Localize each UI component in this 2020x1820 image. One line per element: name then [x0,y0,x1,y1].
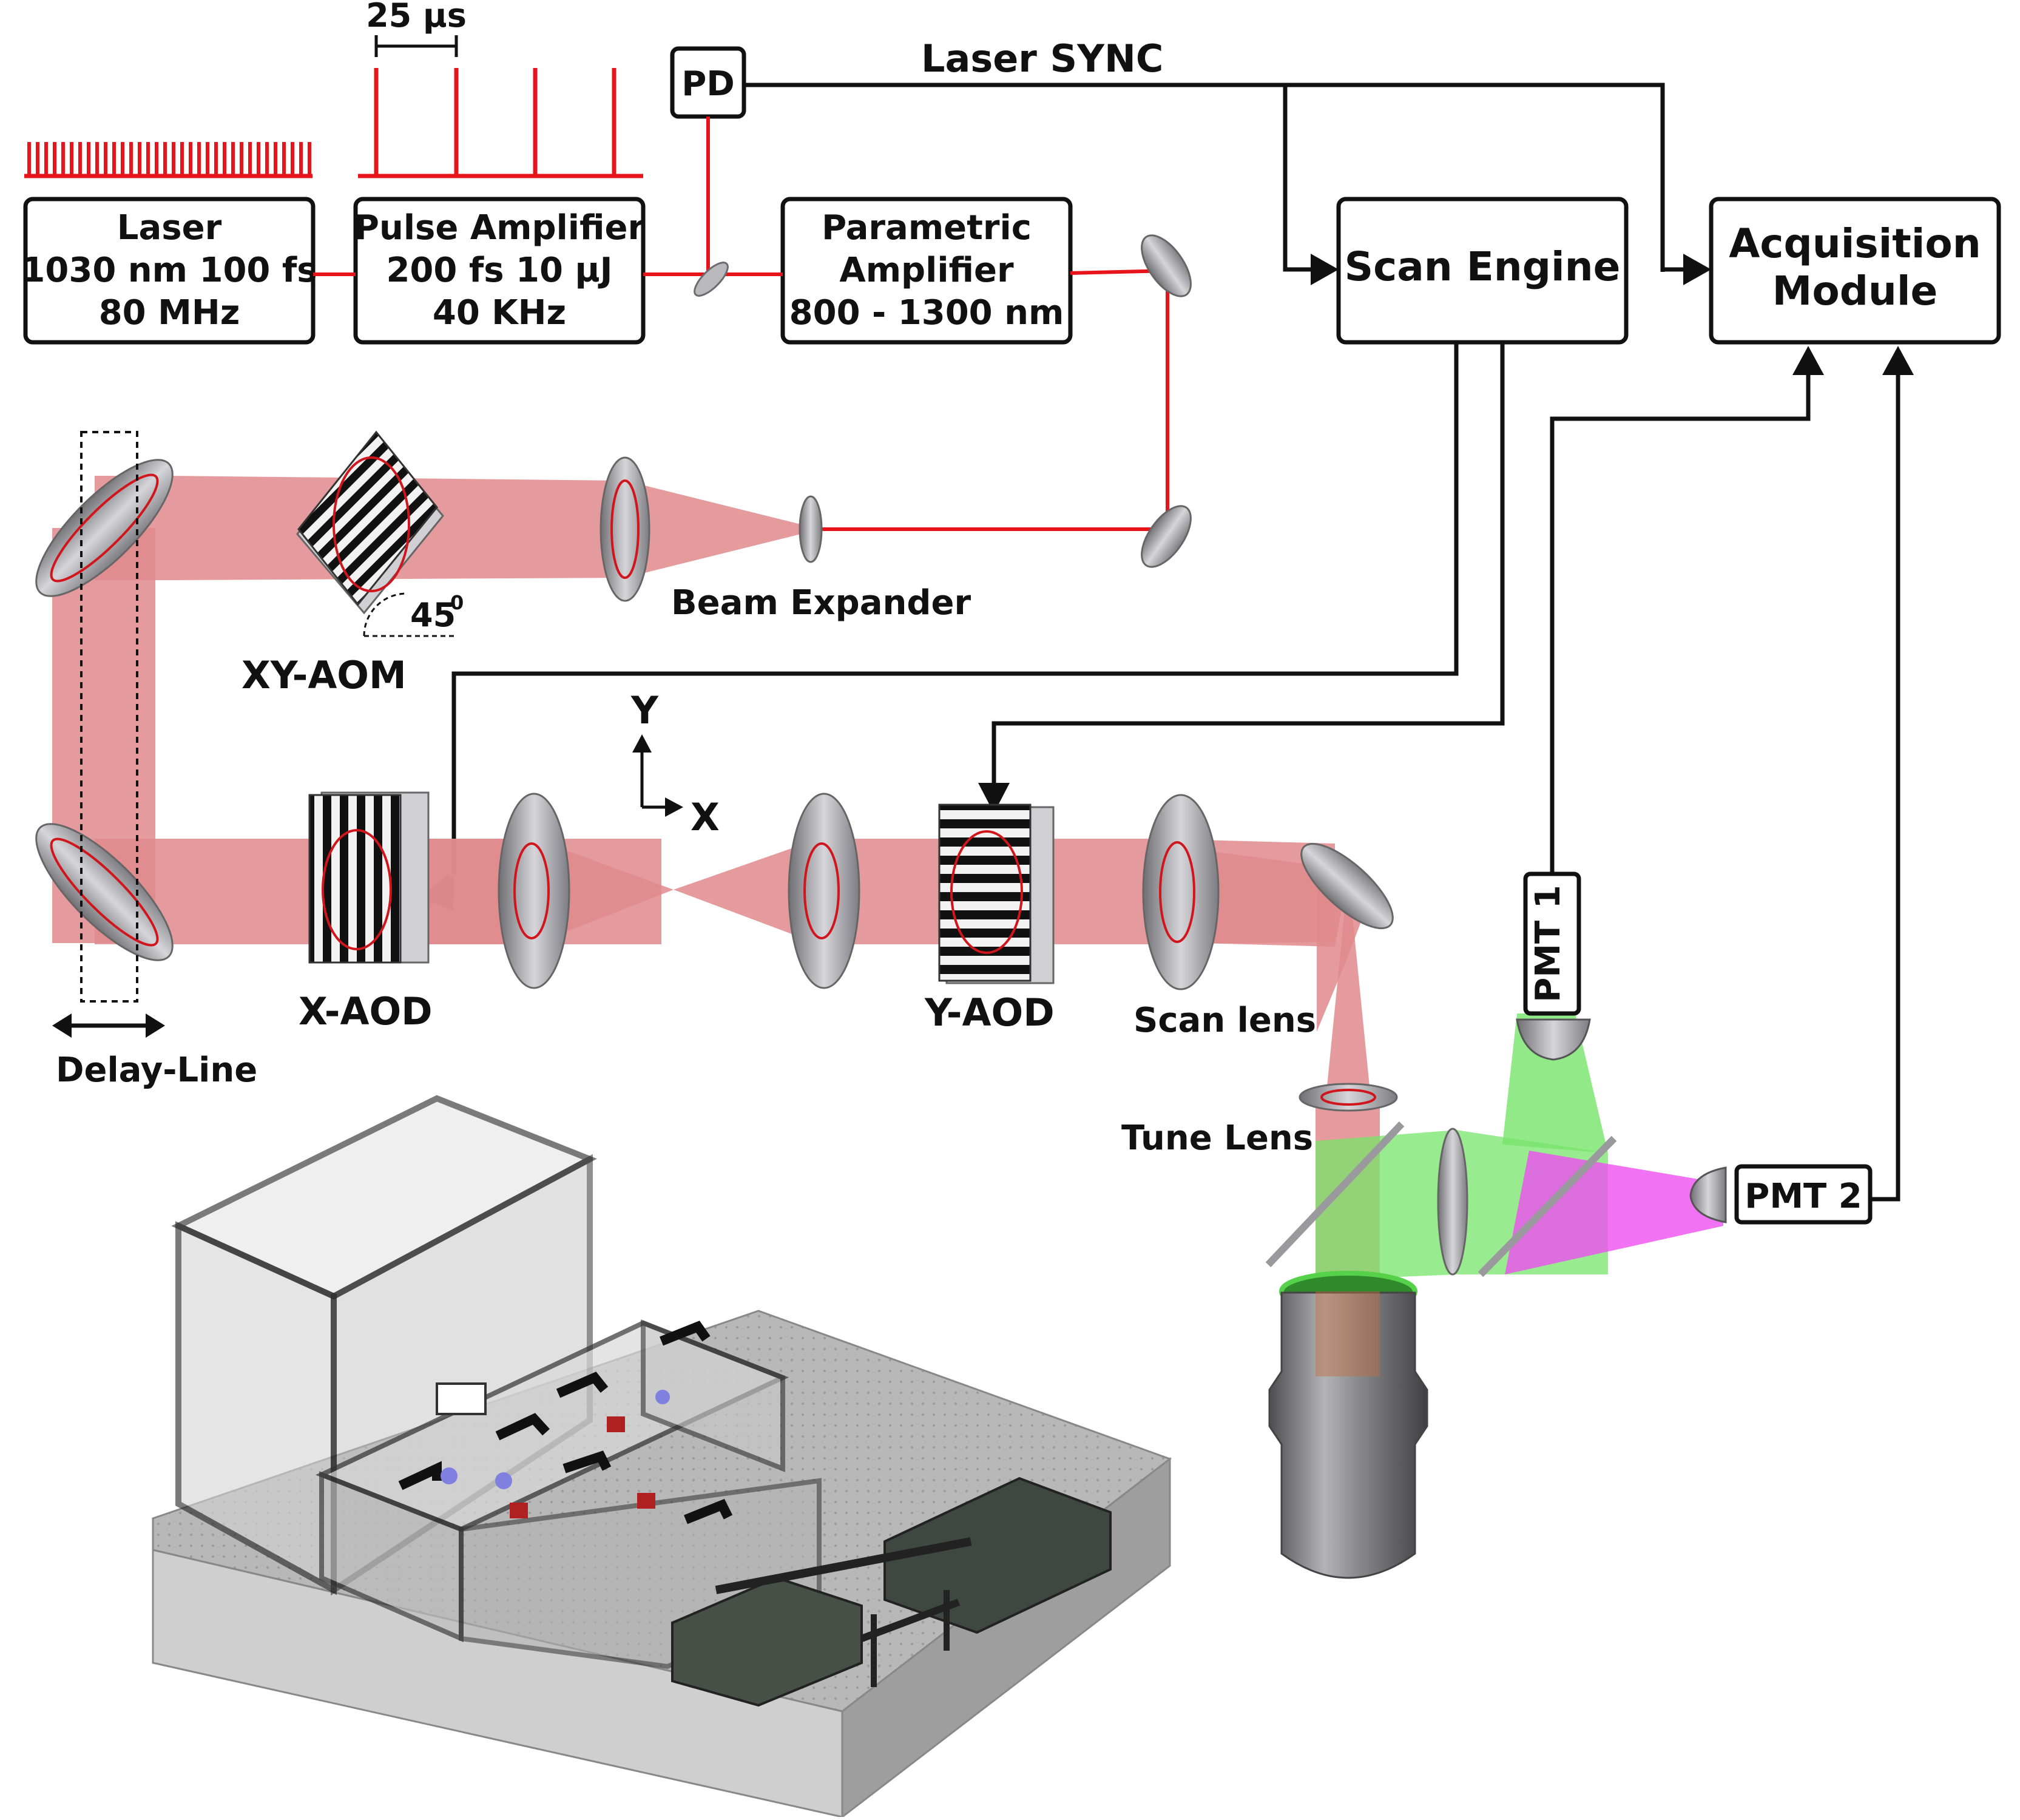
pmt1: PMT 1 [1516,871,1591,1061]
photodiode-box: PD [670,46,746,119]
svg-text:Scan Engine: Scan Engine [1345,243,1621,290]
svg-text:45: 45 [410,596,456,634]
svg-text:Laser: Laser [117,208,222,248]
tune-lens-label: Tune Lens [1121,1118,1313,1158]
svg-text:200 fs 10 µJ: 200 fs 10 µJ [386,251,612,290]
objective-lens [1268,1271,1428,1579]
arrow-head-icon [978,783,1010,813]
beam-expander-path [170,476,811,580]
svg-text:40 KHz: 40 KHz [433,293,566,333]
relay-lens-1 [498,793,570,989]
xy-aom-label: XY-AOM [242,653,407,697]
x-aod-label: X-AOD [299,989,433,1033]
laser-sync-label: Laser SYNC [921,36,1163,81]
svg-text:Amplifier: Amplifier [839,251,1014,290]
pickoff-mirror [694,262,729,297]
pmt2: PMT 2 [1689,1164,1873,1225]
period-label: 25 µs [366,0,467,35]
arrow-head-icon [1683,254,1711,285]
mirror-2 [1141,505,1192,568]
relay-lens-2 [788,793,860,989]
scan-lens-label: Scan lens [1133,1001,1316,1040]
sync-wires: Laser SYNC [744,36,1711,285]
svg-text:1030 nm 100 fs: 1030 nm 100 fs [21,251,317,290]
svg-text:Pulse Amplifier: Pulse Amplifier [354,208,645,248]
y-aod-label: Y-AOD [924,990,1055,1035]
amplified-pulse-train [358,68,643,178]
delay-line-label: Delay-Line [56,1050,257,1090]
beam-expander-label: Beam Expander [671,583,971,623]
x-aod: X-AOD [299,791,433,1033]
scan-lens: Scan lens [1133,794,1316,1040]
parametric-amplifier-box: Parametric Amplifier 800 - 1300 nm [780,197,1073,345]
svg-text:80 MHz: 80 MHz [99,293,240,333]
svg-text:PMT 1: PMT 1 [1529,885,1568,1002]
scan-mirror-path [1300,842,1394,1092]
arrow-head-icon [1311,254,1339,285]
arrow-head-icon [1882,346,1914,375]
pmt2-to-acq-wire [1870,346,1914,1202]
y-aod: Y-AOD [924,803,1055,1035]
laser-box: Laser 1030 nm 100 fs 80 MHz [21,197,317,345]
svg-text:Parametric: Parametric [822,208,1032,248]
system-rendering [152,1095,1172,1819]
svg-text:X: X [691,795,720,839]
scan-engine-to-y-aod-wire [978,342,1505,813]
pulse-amplifier-box: Pulse Amplifier 200 fs 10 µJ 40 KHz [353,197,646,345]
svg-text:800 - 1300 nm: 800 - 1300 nm [789,293,1064,333]
svg-text:PD: PD [681,64,735,104]
xy-aom: 45 0 XY-AOM [242,430,464,697]
opa-output-beam [811,268,1169,531]
pmt1-to-acq-wire [1550,346,1824,874]
svg-text:PMT 2: PMT 2 [1745,1177,1862,1216]
svg-text:Acquisition: Acquisition [1729,220,1981,267]
scan-engine-to-x-aod-wire [420,342,1459,910]
arrow-head-icon [1792,346,1824,375]
mirror-1 [1141,234,1192,297]
seed-pulse-train [24,142,312,178]
svg-text:Y: Y [630,688,659,732]
detection-path: Tune Lens [1121,1013,1723,1280]
period-marker: 25 µs [366,0,467,57]
svg-text:0: 0 [450,591,464,614]
svg-text:Module: Module [1772,268,1938,314]
beam-expander: Beam Expander [600,456,971,623]
scan-engine-box: Scan Engine [1336,197,1629,345]
axis-icon: Y X [630,688,720,839]
acquisition-module-box: Acquisition Module [1709,197,2001,345]
